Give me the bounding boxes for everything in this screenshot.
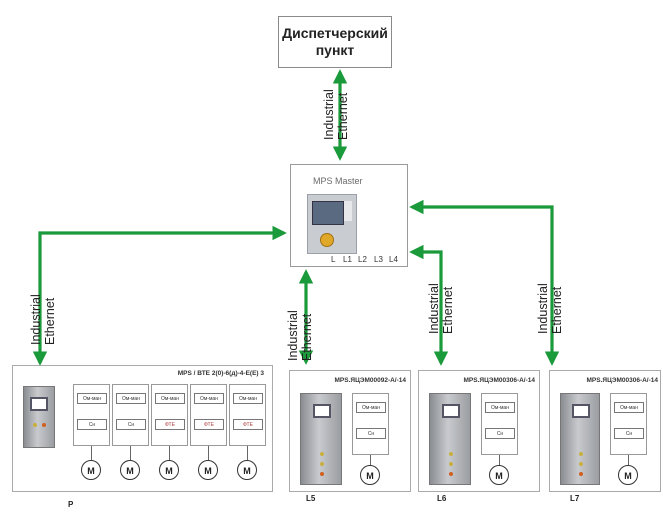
module: Ом-ман ФТЕ (190, 384, 227, 446)
bus-label-l6: Industrial Ethernet (403, 265, 463, 345)
port-label: L3 (374, 255, 383, 264)
module-bottom-box: Сн (77, 419, 107, 430)
module: Ом-ман ФТЕ (151, 384, 188, 446)
bus-label-line1: Industrial (30, 275, 42, 345)
module-bottom-box: Сн (614, 428, 644, 439)
module: Ом-ман Сн (481, 393, 518, 455)
bus-label-top: Industrial Ethernet (300, 85, 380, 137)
module-top-box: Ом-ман (77, 393, 107, 404)
mps-master-device-image (307, 194, 357, 254)
cabinet-image (300, 393, 342, 485)
panel-l5: MPS.ЯЦЭМ00092-А/-14 Ом-ман Сн M (289, 370, 411, 492)
module-top-box: Ом-ман (485, 402, 515, 413)
module: Ом-ман ФТЕ (229, 384, 266, 446)
motor-symbol: M (120, 460, 140, 480)
module-top-box: Ом-ман (614, 402, 644, 413)
module: Ом-ман Сн (610, 393, 647, 455)
module-top-box: Ом-ман (116, 393, 146, 404)
bus-label-line1: Industrial (287, 291, 299, 361)
port-label: L2 (358, 255, 367, 264)
panel-title: MPS.ЯЦЭМ00306-А/-14 (464, 377, 535, 384)
bus-label-line2: Ethernet (442, 264, 454, 334)
motor-symbol: M (237, 460, 257, 480)
bus-label-line1: Industrial (537, 264, 549, 334)
cabinet-image (429, 393, 471, 485)
motor-symbol: M (618, 465, 638, 485)
bus-label-l5: Industrial Ethernet (262, 290, 322, 370)
motor-symbol: M (198, 460, 218, 480)
module-bottom-box: ФТЕ (155, 419, 185, 430)
panel-label-l6: L6 (437, 494, 446, 503)
module: Ом-ман Сн (352, 393, 389, 455)
module-top-box: Ом-ман (155, 393, 185, 404)
port-label: L (331, 255, 335, 264)
panel-l6: MPS.ЯЦЭМ00306-А/-14 Ом-ман Сн M (418, 370, 540, 492)
bus-label-line2: Ethernet (337, 70, 349, 140)
bus-label-left: Industrial Ethernet (5, 276, 65, 356)
panel-l7: MPS.ЯЦЭМ00306-А/-14 Ом-ман Сн M (549, 370, 661, 492)
panel-title: MPS.ЯЦЭМ00306-А/-14 (587, 377, 658, 384)
panel-label-p: Р (68, 500, 73, 509)
bus-label-line1: Industrial (428, 264, 440, 334)
cabinet-image (560, 393, 600, 485)
panel-p: MPS / ВТЕ 2(0)-6(д)-4-Е(Е) 3 Ом-ман Сн О… (12, 365, 273, 492)
module-bottom-box: ФТЕ (233, 419, 263, 430)
port-label: L1 (343, 255, 352, 264)
motor-symbol: M (489, 465, 509, 485)
mps-master-box: MPS Master L L1 L2 L3 L4 (290, 164, 408, 267)
bus-label-line2: Ethernet (301, 291, 313, 361)
panel-title: MPS.ЯЦЭМ00092-А/-14 (335, 377, 406, 384)
motor-symbol: M (360, 465, 380, 485)
motor-symbol: M (81, 460, 101, 480)
link-master-panel-p (40, 233, 284, 363)
cabinet-image (23, 386, 55, 448)
module-top-box: Ом-ман (356, 402, 386, 413)
module-bottom-box: ФТЕ (194, 419, 224, 430)
module-bottom-box: Сн (116, 419, 146, 430)
dispatch-center-title: Диспетчерский пункт (282, 25, 388, 59)
panel-label-l7: L7 (570, 494, 579, 503)
bus-label-line2: Ethernet (551, 264, 563, 334)
module-top-box: Ом-ман (233, 393, 263, 404)
bus-label-l7: Industrial Ethernet (512, 265, 572, 345)
module: Ом-ман Сн (112, 384, 149, 446)
module: Ом-ман Сн (73, 384, 110, 446)
mps-master-title: MPS Master (313, 176, 363, 186)
panel-title: MPS / ВТЕ 2(0)-6(д)-4-Е(Е) 3 (178, 370, 264, 377)
module-bottom-box: Сн (356, 428, 386, 439)
port-label: L4 (389, 255, 398, 264)
bus-label-line1: Industrial (323, 70, 335, 140)
dispatch-center-box: Диспетчерский пункт (278, 16, 392, 68)
module-top-box: Ом-ман (194, 393, 224, 404)
motor-symbol: M (159, 460, 179, 480)
bus-label-line2: Ethernet (44, 275, 56, 345)
module-bottom-box: Сн (485, 428, 515, 439)
panel-label-l5: L5 (306, 494, 315, 503)
